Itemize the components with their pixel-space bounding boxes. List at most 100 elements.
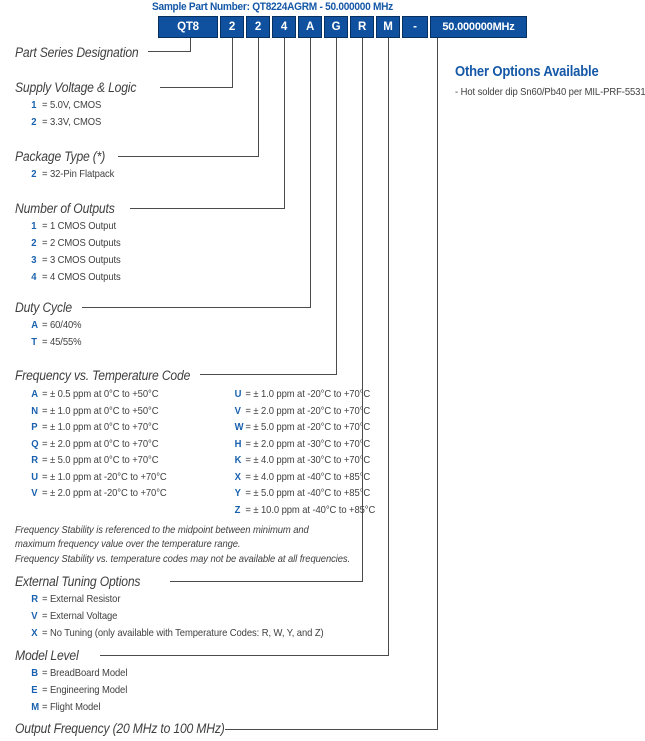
option-code: K — [234, 454, 242, 466]
part-box-model: M — [376, 16, 400, 38]
option-desc: = 32-Pin Flatpack — [42, 168, 115, 180]
option-item: 1= 1 CMOS Output — [31, 218, 120, 235]
connector-supply-voltage — [160, 38, 233, 88]
other-options-panel: Other Options Available - Hot solder dip… — [455, 64, 645, 98]
option-desc: = 3 CMOS Outputs — [42, 254, 121, 266]
option-code: B — [31, 667, 38, 679]
option-item: R= ± 5.0 ppm at 0°C to +70°C — [31, 452, 218, 469]
option-desc: = ± 1.0 ppm at -20°C to +70°C — [245, 388, 371, 400]
part-box-supply-voltage: 2 — [220, 16, 244, 38]
option-code: E — [31, 684, 38, 696]
section-title: Frequency vs. Temperature Code — [15, 368, 191, 383]
part-box-temp-code: G — [324, 16, 348, 38]
option-item: 1 = 5.0V, CMOS — [31, 97, 136, 114]
option-code: V — [234, 404, 241, 417]
option-desc: = ± 1.0 ppm at 0°C to +50°C — [42, 404, 159, 417]
section-title: Output Frequency (20 MHz to 100 MHz) — [15, 721, 225, 736]
part-box-outputs: 4 — [272, 16, 296, 38]
part-box-frequency: 50.000000MHz — [430, 16, 527, 38]
temp-code-column-right: U= ± 1.0 ppm at -20°C to +70°C V = ± 2.0 … — [218, 386, 376, 519]
connector-duty-cycle — [82, 38, 311, 308]
option-code: V — [31, 610, 38, 622]
option-item: 3 = 3 CMOS Outputs — [31, 252, 121, 269]
option-desc: = 5.0V, CMOS — [42, 99, 102, 111]
option-item: P= ± 1.0 ppm at 0°C to +70°C — [31, 419, 218, 436]
connector-temp-code — [200, 38, 337, 375]
option-desc: = 3.3V, CMOS — [42, 116, 102, 128]
option-code: U — [31, 470, 38, 483]
option-desc: = 60/40% — [42, 319, 82, 331]
section-frequency-temp-code: Frequency vs. Temperature Code A= ± 0.5 … — [15, 368, 375, 518]
section-output-frequency: Output Frequency (20 MHz to 100 MHz) — [15, 721, 225, 736]
section-model-level: Model Level B = BreadBoard Model E = Engin… — [15, 648, 127, 716]
option-item: H= ± 2.0 ppm at -30°C to +70°C — [235, 436, 376, 453]
part-box-series: QT8 — [158, 16, 218, 38]
option-desc: = ± 4.0 ppm at -40°C to +85°C — [245, 470, 371, 483]
connector-model-level — [100, 38, 389, 656]
option-desc: = ± 4.0 ppm at -30°C to +70°C — [245, 454, 371, 466]
option-code: 2 — [31, 168, 37, 180]
option-code: 2 — [31, 237, 37, 249]
connector-number-outputs — [130, 38, 285, 209]
option-desc: = ± 2.0 ppm at -20°C to +70°C — [245, 404, 371, 417]
option-item: E = Engineering Model — [31, 682, 127, 699]
option-code: 1 — [31, 99, 37, 111]
option-desc: = ± 10.0 ppm at -40°C to +85°C — [245, 503, 376, 516]
part-box-package: 2 — [246, 16, 270, 38]
part-box-duty-cycle: A — [298, 16, 322, 38]
option-item: Z= ± 10.0 ppm at -40°C to +85°C — [235, 502, 376, 519]
other-options-title: Other Options Available — [455, 64, 599, 80]
option-desc: = No Tuning (only available with Tempera… — [42, 627, 324, 639]
option-item: K= ± 4.0 ppm at -30°C to +70°C — [235, 452, 376, 469]
section-supply-voltage: Supply Voltage & Logic 1= 5.0V, CMOS 2= … — [15, 80, 136, 131]
connector-output-frequency — [225, 38, 438, 730]
option-item: 2 = 2 CMOS Outputs — [31, 235, 121, 252]
part-box-separator: - — [402, 16, 428, 38]
section-title: Model Level — [15, 648, 79, 663]
option-item: T= 45/55% — [31, 334, 81, 351]
option-desc: = ± 2.0 ppm at 0°C to +70°C — [42, 437, 159, 450]
option-code: A — [31, 388, 38, 400]
section-title: External Tuning Options — [15, 574, 141, 589]
option-desc: = ± 2.0 ppm at -20°C to +70°C — [42, 487, 167, 499]
option-desc: = ± 1.0 ppm at 0°C to +70°C — [42, 421, 159, 433]
option-code: H — [234, 437, 242, 450]
section-number-outputs: Number of Outputs 1= 1 CMOS Output 2= 2 … — [15, 201, 121, 286]
option-code: V — [31, 487, 38, 499]
option-desc: = Engineering Model — [42, 684, 128, 696]
option-code: M — [31, 701, 39, 713]
temp-code-column-left: A= ± 0.5 ppm at 0°C to +50°C N= ± 1.0 pp… — [15, 386, 218, 518]
option-code: 3 — [31, 254, 37, 266]
section-title: Package Type (*) — [15, 149, 106, 164]
connector-package-type — [118, 38, 259, 157]
option-item: U= ± 1.0 ppm at -20°C to +70°C — [235, 386, 376, 403]
option-desc: = External Resistor — [42, 593, 121, 605]
section-title: Part Series Designation — [15, 45, 139, 60]
option-code: W — [234, 421, 244, 433]
option-code: N — [31, 404, 38, 417]
option-code: R — [31, 593, 38, 605]
option-desc: = 2 CMOS Outputs — [42, 237, 121, 249]
option-desc: = ± 2.0 ppm at -30°C to +70°C — [245, 437, 371, 450]
option-code: R — [31, 454, 38, 466]
option-item: W= ± 5.0 ppm at -20°C to +70°C — [235, 419, 376, 436]
option-item: V = External Voltage — [31, 608, 323, 625]
option-item: M= Flight Model — [31, 699, 127, 716]
option-item: A = 60/40% — [31, 317, 81, 334]
option-desc: = ± 5.0 ppm at -40°C to +85°C — [245, 487, 371, 499]
option-desc: = External Voltage — [42, 610, 118, 622]
option-item: 2 = 32-Pin Flatpack — [31, 166, 114, 183]
option-item: V = ± 2.0 ppm at -20°C to +70°C — [31, 485, 218, 502]
connector-tuning-options — [170, 38, 363, 582]
option-code: Q — [31, 437, 39, 450]
option-code: U — [234, 388, 242, 400]
option-code: X — [31, 627, 38, 639]
option-item: B = BreadBoard Model — [31, 665, 127, 682]
option-desc: = 45/55% — [42, 336, 82, 348]
option-item: X= ± 4.0 ppm at -40°C to +85°C — [235, 469, 376, 486]
option-code: A — [31, 319, 38, 331]
option-desc: = BreadBoard Model — [42, 667, 128, 679]
option-desc: = ± 1.0 ppm at -20°C to +70°C — [42, 470, 167, 483]
option-desc: = ± 5.0 ppm at -20°C to +70°C — [245, 421, 371, 433]
